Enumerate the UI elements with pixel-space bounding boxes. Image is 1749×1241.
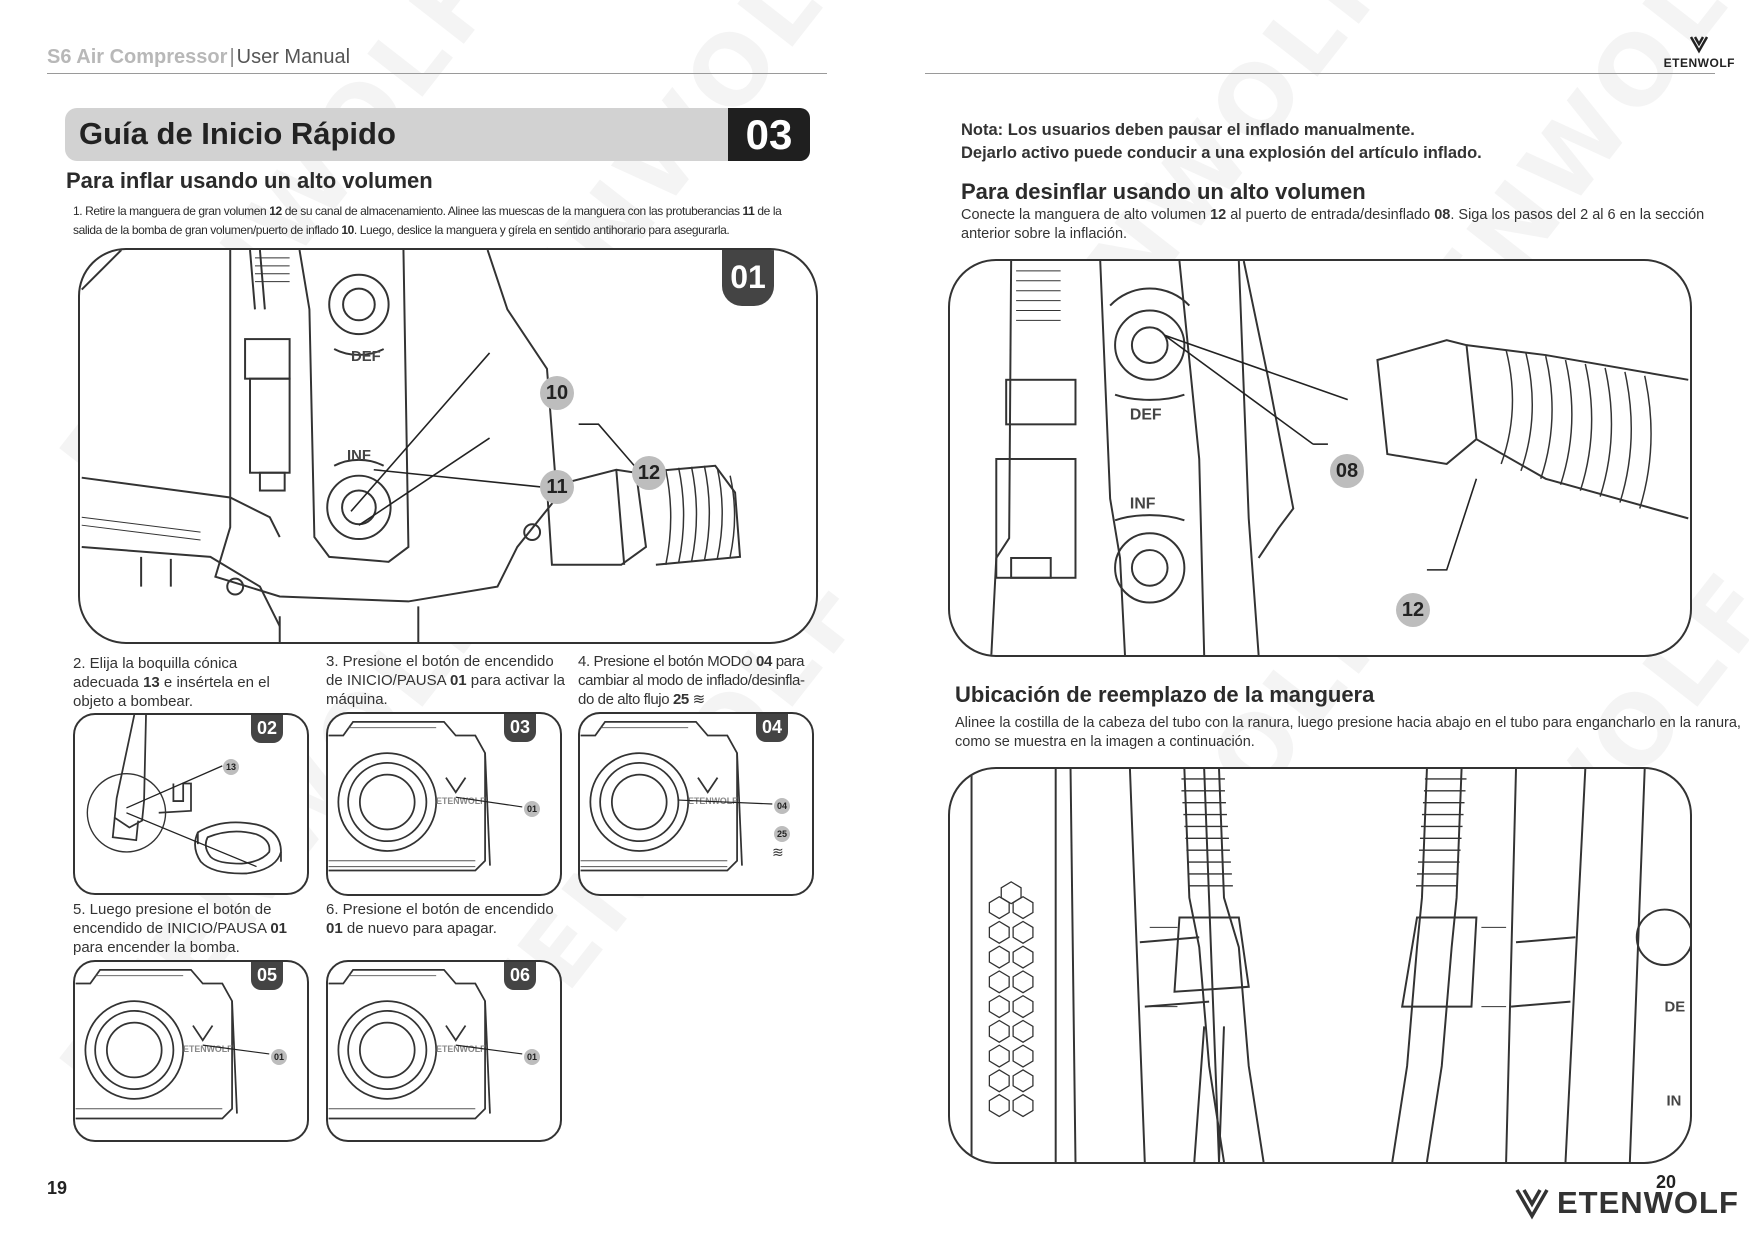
- header-separator: |: [229, 46, 235, 68]
- product-name: S6 Air Compressor: [47, 46, 228, 68]
- callout-01: 01: [524, 801, 540, 817]
- step-badge-03: 03: [504, 714, 536, 742]
- step5-text: 5. Luego presione el botón de encendido …: [73, 901, 288, 956]
- callout-01: 01: [271, 1049, 287, 1065]
- section-banner: Guía de Inicio Rápido 03: [65, 108, 810, 161]
- step-badge-04: 04: [756, 714, 788, 742]
- running-header: S6 Air Compressor|User Manual: [47, 46, 350, 69]
- inf-label: IN: [1666, 1094, 1681, 1110]
- left-page: ETENWOLF ETENWOLF ETENWOLF ETENWOLF S6 A…: [0, 0, 891, 1241]
- def-label: DEF: [1130, 406, 1162, 423]
- callout-10: 10: [540, 376, 574, 410]
- callout-13: 13: [223, 759, 239, 775]
- deflate-illustration: DEF INF 08 12: [948, 259, 1692, 657]
- callout-11: 11: [540, 470, 574, 504]
- step6-text: 6. Presione el botón de encendido 01 de …: [326, 901, 554, 937]
- page-number: 20: [1656, 1172, 1677, 1192]
- mode-button-drawing: ETENWOLF: [580, 720, 773, 872]
- deflate-port-drawing: DEF INF: [990, 261, 1689, 655]
- callout-01: 01: [524, 1049, 540, 1065]
- device-brand-label: ETENWOLF: [436, 1044, 486, 1054]
- step4-text: 4. Presione el botón MODO 04 para cambia…: [578, 653, 805, 708]
- step4-illustration: ETENWOLF 04 04 25 ≋: [578, 712, 814, 896]
- step3-illustration: ETENWOLF 03 01: [326, 712, 562, 896]
- hose-storage-drawing: DE IN: [970, 769, 1690, 1162]
- step2-illustration: 02 13: [73, 713, 309, 895]
- step-badge-05: 05: [251, 962, 283, 990]
- warning-line-2: Dejarlo activo puede conducir a una expl…: [961, 144, 1482, 162]
- warning-note: Nota: Los usuarios deben pausar el infla…: [961, 119, 1482, 165]
- right-page: ETENWOLF ETENWOLF ETENWOLF ETENWOLF ETEN…: [875, 0, 1749, 1241]
- section-number: 03: [728, 108, 810, 161]
- hose-storage-illustration: DE IN: [948, 767, 1692, 1164]
- doc-type: User Manual: [236, 46, 351, 68]
- device-brand-label: ETENWOLF: [183, 1044, 233, 1054]
- wolf-logo-icon: [1690, 36, 1709, 54]
- section-title-background: [65, 108, 745, 161]
- power-on-drawing: ETENWOLF: [75, 968, 270, 1120]
- device-brand-label: ETENWOLF: [436, 796, 486, 806]
- callout-12: 12: [1396, 593, 1430, 627]
- callout-04: 04: [774, 798, 790, 814]
- section-title: Guía de Inicio Rápido: [79, 116, 396, 151]
- inf-label: INF: [347, 448, 371, 464]
- inf-label: INF: [1130, 495, 1156, 512]
- brand-logo-large: ETENWOLF: [1515, 1185, 1739, 1221]
- power-off-drawing: ETENWOLF: [328, 968, 523, 1120]
- step6-illustration: ETENWOLF 06 01: [326, 960, 562, 1142]
- def-label: DE: [1664, 1000, 1685, 1016]
- control-panel-drawing: ETENWOLF: [328, 720, 523, 872]
- step2-text: 2. Elija la boquilla cónica adecuada 13 …: [73, 655, 270, 710]
- wolf-logo-icon: [1515, 1189, 1549, 1220]
- brand-name: ETENWOLF: [1557, 1185, 1739, 1220]
- header-rule: [47, 73, 827, 74]
- def-label: DEF: [351, 349, 381, 365]
- step-badge-01: 01: [722, 250, 774, 306]
- step3-text: 3. Presione el botón de encendido de INI…: [326, 653, 566, 708]
- page-number: 19: [47, 1178, 68, 1198]
- callout-12: 12: [632, 456, 666, 490]
- callout-25: 25: [774, 826, 790, 842]
- cone-nozzle-drawing: [86, 715, 282, 875]
- deflate-title: Para desinflar usando un alto volumen: [961, 179, 1366, 204]
- hose-replacement-title: Ubicación de reemplazo de la manguera: [955, 682, 1375, 707]
- step5-illustration: ETENWOLF 05 01: [73, 960, 309, 1142]
- callout-08: 08: [1330, 454, 1364, 488]
- step1-text: 1. Retire la manguera de gran volumen 12…: [73, 204, 782, 237]
- brand-logo-small: ETENWOLF: [1664, 34, 1735, 70]
- hose-replacement-text: Alinee la costilla de la cabeza del tubo…: [955, 715, 1741, 750]
- step1-illustration: DEF INF 01 10 11 12: [78, 248, 818, 644]
- step-badge-02: 02: [251, 715, 283, 743]
- compressor-port-drawing: DEF INF: [81, 250, 742, 642]
- wind-icon: ≋: [772, 844, 784, 860]
- header-rule: [925, 73, 1715, 74]
- step-badge-06: 06: [504, 962, 536, 990]
- inflate-subtitle: Para inflar usando un alto volumen: [66, 168, 433, 193]
- wind-icon: ≋: [692, 691, 706, 708]
- deflate-text: Conecte la manguera de alto volumen 12 a…: [961, 207, 1705, 242]
- warning-line-1: Nota: Los usuarios deben pausar el infla…: [961, 121, 1415, 139]
